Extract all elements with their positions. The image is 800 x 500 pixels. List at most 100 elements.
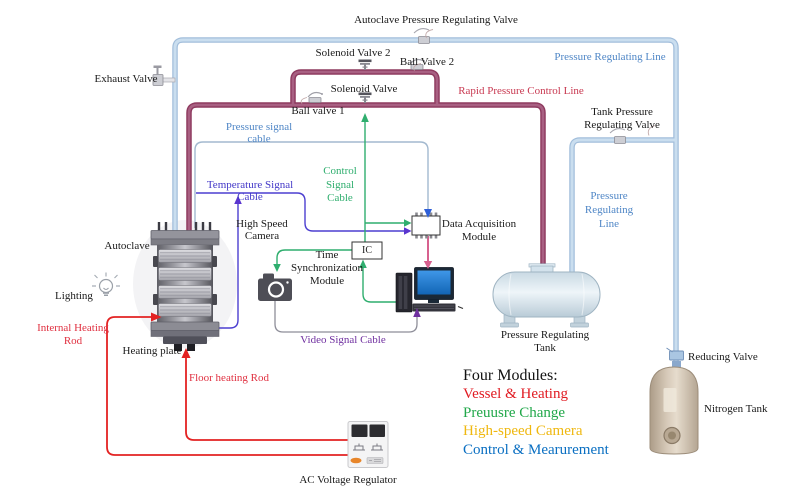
label-ihr-line2: Rod [63, 334, 83, 347]
label-ihr-line1: Internal Heating [37, 322, 109, 334]
heating-plate-nub [187, 344, 195, 351]
label-solenoid-valve-2: Solenoid Valve 2 [315, 47, 391, 59]
autoclave-vessel [150, 222, 220, 351]
label-solenoid-valve: Solenoid Valve [330, 83, 398, 95]
control-cable-computer [362, 268, 396, 303]
regulator-display [369, 424, 385, 437]
label-prl-line2: Regulating [584, 204, 634, 216]
label-daq-line2: Module [461, 230, 497, 243]
label-ic: IC [362, 245, 372, 256]
keyboard [412, 303, 456, 312]
autoclave-tab [212, 294, 217, 305]
lightbulb-icon [92, 272, 120, 296]
camera-body [258, 278, 292, 301]
temperature-cable-branch [214, 204, 239, 329]
band-stripes [160, 252, 210, 314]
autoclave-bottom-flange2 [150, 330, 220, 337]
autoclave-top-pins [157, 222, 212, 232]
label-heating-plate: Heating plate [122, 345, 182, 357]
n2-label-patch [663, 388, 677, 412]
camera-icon [258, 273, 292, 301]
tower-strip [403, 276, 408, 309]
label-floor-heating-rod: Floor heating Rod [188, 372, 270, 384]
wire-floor-rod [185, 358, 348, 441]
reducing-valve-icon [666, 347, 684, 361]
arrow-control-camera [273, 264, 281, 272]
label-prl-line3: Line [598, 218, 620, 230]
monitor-stand [428, 299, 439, 303]
label-ball-valve-2: Ball Valve 2 [399, 56, 455, 68]
label-tsm-line2: Synchronization [290, 262, 364, 274]
tank-seams [508, 273, 585, 316]
pressure-regulating-tank [492, 263, 601, 328]
label-pressure-signal-cable: Pressure signal cable [225, 121, 293, 146]
tank-body [492, 271, 601, 318]
label-tsm-line1: Time [315, 249, 339, 261]
leader-hook [647, 125, 656, 136]
arrow-pressure-daq [424, 209, 432, 218]
label-csc-line1: Control [323, 165, 357, 177]
n2-top-fitting [672, 361, 681, 369]
label-pressure-regulating-line-vertical: Pressure Regulating Line [582, 189, 636, 231]
label-rapid-pressure-control-line: Rapid Pressure Control Line [458, 85, 584, 97]
arrow-temp-daq [404, 227, 412, 235]
camera-dot [286, 281, 289, 284]
label-prl-line1: Pressure [590, 190, 628, 202]
arrow-control-ic [359, 259, 367, 268]
pipe-rapid-main-core [187, 103, 545, 268]
ic-box [351, 241, 383, 260]
solenoid-valve-2-icon [358, 59, 372, 70]
arrow-internal-rod [151, 312, 162, 322]
n2-outlet-inner [668, 431, 676, 440]
keyboard-rows [414, 305, 454, 309]
arrow-control-valve [361, 113, 369, 122]
bulb-base [103, 292, 109, 294]
regulator-button [350, 457, 362, 464]
label-daq-module: Data Acquisition Module [438, 218, 520, 243]
autoclave-tab [153, 256, 158, 267]
heating-plate-base [163, 336, 207, 344]
heating-plate-nub [174, 344, 182, 351]
pipe-rapid-loop-core [291, 70, 439, 105]
regulator-display [351, 424, 368, 437]
label-prt-line2: Tank [534, 341, 556, 354]
legend-item-vessel-heating: Vessel & Heating [463, 386, 568, 402]
regulator-mini-text [369, 458, 381, 463]
label-exhaust-valve: Exhaust Valve [94, 73, 158, 85]
legend-item-control-measurement: Control & Mearurement [463, 441, 609, 458]
bulb-rays [92, 272, 120, 287]
daq-module [411, 212, 441, 239]
label-tank-prv-line2: Regulating Valve [584, 119, 660, 131]
label-hsc-line2: Camera [244, 230, 280, 242]
tower-strip [398, 276, 403, 309]
leader-hook [300, 97, 308, 104]
arrow-daq-computer [423, 261, 433, 269]
temperature-signal-cable [196, 192, 404, 232]
label-reducing-valve: Reducing Valve [688, 351, 758, 363]
leader-hook [413, 63, 422, 71]
label-autoclave-prv: Autoclave Pressure Regulating Valve [354, 14, 518, 26]
tank-foot [570, 322, 589, 328]
autoclave-tab [212, 256, 217, 267]
bulb [98, 278, 114, 294]
autoclave-bands [158, 249, 212, 317]
legend-item-pressure-change: Preuusre Change [463, 404, 566, 421]
label-csc-line3: Cable [327, 192, 353, 204]
autoclave-top-flange [150, 230, 220, 240]
legend-item-high-speed-camera: High-speed Camera [463, 423, 583, 439]
arrow-video-computer [413, 308, 421, 317]
label-high-speed-camera: High Speed Camera [233, 218, 291, 242]
exhaust-valve-icon [152, 65, 176, 86]
autoclave-bottom-flange [150, 321, 220, 331]
nitrogen-tank [649, 361, 699, 455]
label-temperature-signal-cable: Temperature Signal Cable [206, 179, 294, 204]
label-hsc-line1: High Speed [236, 218, 288, 230]
reducing-valve-lever [666, 347, 673, 353]
computer [395, 267, 464, 313]
label-nitrogen-tank: Nitrogen Tank [704, 403, 768, 415]
label-prt-line1: Pressure Regulating [500, 329, 590, 341]
camera-lens [267, 281, 285, 298]
wire-internal-rod [106, 316, 348, 456]
